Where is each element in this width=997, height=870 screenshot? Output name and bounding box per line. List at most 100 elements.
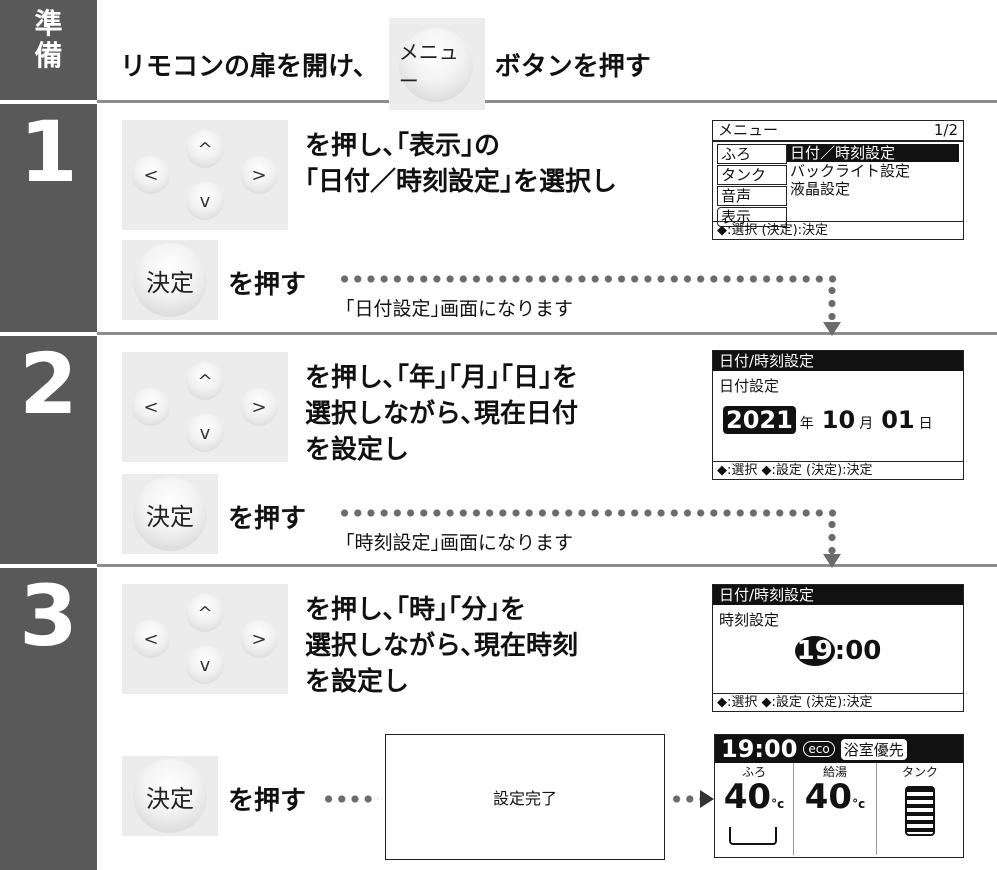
supply-degree: °c: [852, 797, 866, 811]
bath-panel: ふろ 40°c: [715, 763, 794, 855]
step-3-push-text: を押す: [228, 786, 307, 816]
step-1-note: ｢日付設定｣画面になります: [345, 298, 574, 320]
up-arrow-icon: ^: [197, 370, 213, 392]
right-arrow-button[interactable]: >: [240, 388, 278, 426]
date-day-unit: 日: [918, 416, 933, 432]
menu-screen-title: メニュー: [718, 121, 779, 139]
down-arrow-icon: v: [199, 654, 211, 676]
tank-label: タンク: [901, 765, 938, 779]
setting-complete-text: 設定完了: [492, 789, 557, 808]
supply-temp: 40: [804, 777, 853, 817]
bath-label: ふろ: [741, 765, 766, 779]
date-screen-title: 日付/時刻設定: [713, 351, 963, 371]
step-2-instruction: を押し､｢年｣｢月｣｢日｣を 選択しながら､現在日付 を設定し: [305, 363, 579, 465]
prep-label: 準 備: [34, 7, 63, 72]
step-1-decide-pad: 決定: [122, 240, 218, 320]
prep-text-before: リモコンの扉を開け、: [120, 51, 379, 82]
home-time: 19:00: [721, 735, 798, 763]
date-month-value: 10: [821, 406, 856, 434]
tank-panel: タンク: [877, 763, 963, 855]
up-arrow-button[interactable]: ^: [186, 362, 224, 400]
right-arrow-button[interactable]: >: [240, 156, 278, 194]
step-2-dots: [338, 508, 838, 518]
up-arrow-button[interactable]: ^: [186, 594, 224, 632]
prep-text-after: ボタンを押す: [494, 51, 651, 82]
step-2-vdots: [827, 518, 837, 556]
down-arrow-button[interactable]: v: [186, 182, 224, 220]
time-hour-value[interactable]: 19: [794, 636, 835, 666]
step-3-decide-pad: 決定: [122, 756, 218, 836]
decide-button[interactable]: 決定: [133, 477, 207, 551]
down-arrow-button[interactable]: v: [186, 414, 224, 452]
step-2-note: ｢時刻設定｣画面になります: [345, 532, 574, 554]
menu-item-backlight: バックライト設定: [790, 162, 911, 180]
down-arrow-button[interactable]: v: [186, 646, 224, 684]
menu-item-bath: ふろ: [717, 144, 787, 164]
menu-item-sound: 音声: [717, 186, 787, 206]
down-arrow-icon: v: [199, 422, 211, 444]
menu-screen: メニュー 1/2 ふろ タンク 音声 表示 日付／時刻設定 バックライト設定 液…: [712, 120, 964, 240]
time-screen-title: 日付/時刻設定: [713, 585, 963, 605]
date-screen: 日付/時刻設定 日付設定 2021 年 10 月 01 日 ◆:選択 ◆:設定 …: [712, 350, 964, 480]
right-arrow-icon: >: [251, 396, 267, 418]
step-2-dpad: ^ < > v: [122, 352, 288, 462]
decide-button-label: 決定: [146, 502, 194, 531]
left-arrow-button[interactable]: <: [132, 620, 170, 658]
bathroom-priority-badge: 浴室優先: [840, 738, 907, 760]
left-arrow-icon: <: [143, 396, 159, 418]
decide-button[interactable]: 決定: [133, 243, 207, 317]
step-1-push-text: を押す: [228, 270, 307, 300]
prep-row: リモコンの扉を開け、 メニュー ボタンを押す: [120, 18, 651, 110]
left-arrow-button[interactable]: <: [132, 388, 170, 426]
date-year-value[interactable]: 2021: [723, 406, 796, 434]
time-screen-footer: ◆:選択 ◆:設定 (決定):決定: [713, 693, 963, 711]
bathtub-icon: [729, 827, 777, 845]
step-3-number: 3: [19, 567, 78, 665]
date-day-value: 01: [881, 406, 915, 434]
step-3-instruction: を押し､｢時｣｢分｣を 選択しながら､現在時刻 を設定し: [305, 595, 579, 697]
up-arrow-icon: ^: [197, 138, 213, 160]
date-month-unit: 月: [859, 416, 874, 432]
step-1-arrow: [823, 322, 841, 336]
menu-button[interactable]: メニュー: [398, 28, 473, 102]
decide-button-label: 決定: [146, 784, 194, 813]
step-3-number-block: 3: [0, 568, 97, 870]
right-arrow-button[interactable]: >: [240, 620, 278, 658]
up-arrow-button[interactable]: ^: [186, 130, 224, 168]
menu-button-label: メニュー: [398, 40, 459, 93]
divider-1: [97, 332, 997, 335]
supply-panel: 給湯 40°c: [794, 763, 877, 855]
up-arrow-icon: ^: [197, 602, 213, 624]
decide-button-label: 決定: [146, 268, 194, 297]
tank-level-icon: [905, 786, 935, 836]
left-arrow-button[interactable]: <: [132, 156, 170, 194]
menu-item-lcd: 液晶設定: [790, 180, 851, 198]
step-3-arrow: [700, 790, 714, 808]
bath-temp: 40: [723, 777, 772, 817]
step-1-number: 1: [19, 103, 78, 201]
step-2-number: 2: [19, 335, 78, 433]
menu-screen-page: 1/2: [933, 121, 958, 139]
menu-screen-footer: ◆:選択 (決定):決定: [713, 221, 963, 239]
divider-2: [97, 564, 997, 567]
right-arrow-icon: >: [251, 164, 267, 186]
step-2-arrow: [823, 554, 841, 568]
decide-button[interactable]: 決定: [133, 759, 207, 833]
home-screen: 19:00 eco 浴室優先 ふろ 40°c 給湯 40°c タンク: [714, 734, 964, 858]
step-1-vdots: [827, 284, 837, 324]
bath-degree: °c: [771, 797, 785, 811]
step-3-dots-right: [670, 794, 712, 804]
step-2-number-block: 2: [0, 336, 97, 564]
setting-complete-box: 設定完了: [385, 734, 665, 860]
step-1-instruction: を押し､｢表示｣の ｢日付／時刻設定｣を選択し: [305, 131, 618, 197]
menu-button-pad: メニュー: [388, 18, 485, 110]
right-arrow-icon: >: [251, 628, 267, 650]
step-2-decide-pad: 決定: [122, 474, 218, 554]
time-minute-value: :00: [834, 636, 882, 666]
eco-badge: eco: [803, 741, 835, 757]
supply-label: 給湯: [822, 765, 847, 779]
menu-item-date-time: 日付／時刻設定: [787, 144, 959, 162]
date-year-unit: 年: [799, 416, 814, 432]
menu-item-tank: タンク: [717, 165, 787, 185]
left-arrow-icon: <: [143, 164, 159, 186]
